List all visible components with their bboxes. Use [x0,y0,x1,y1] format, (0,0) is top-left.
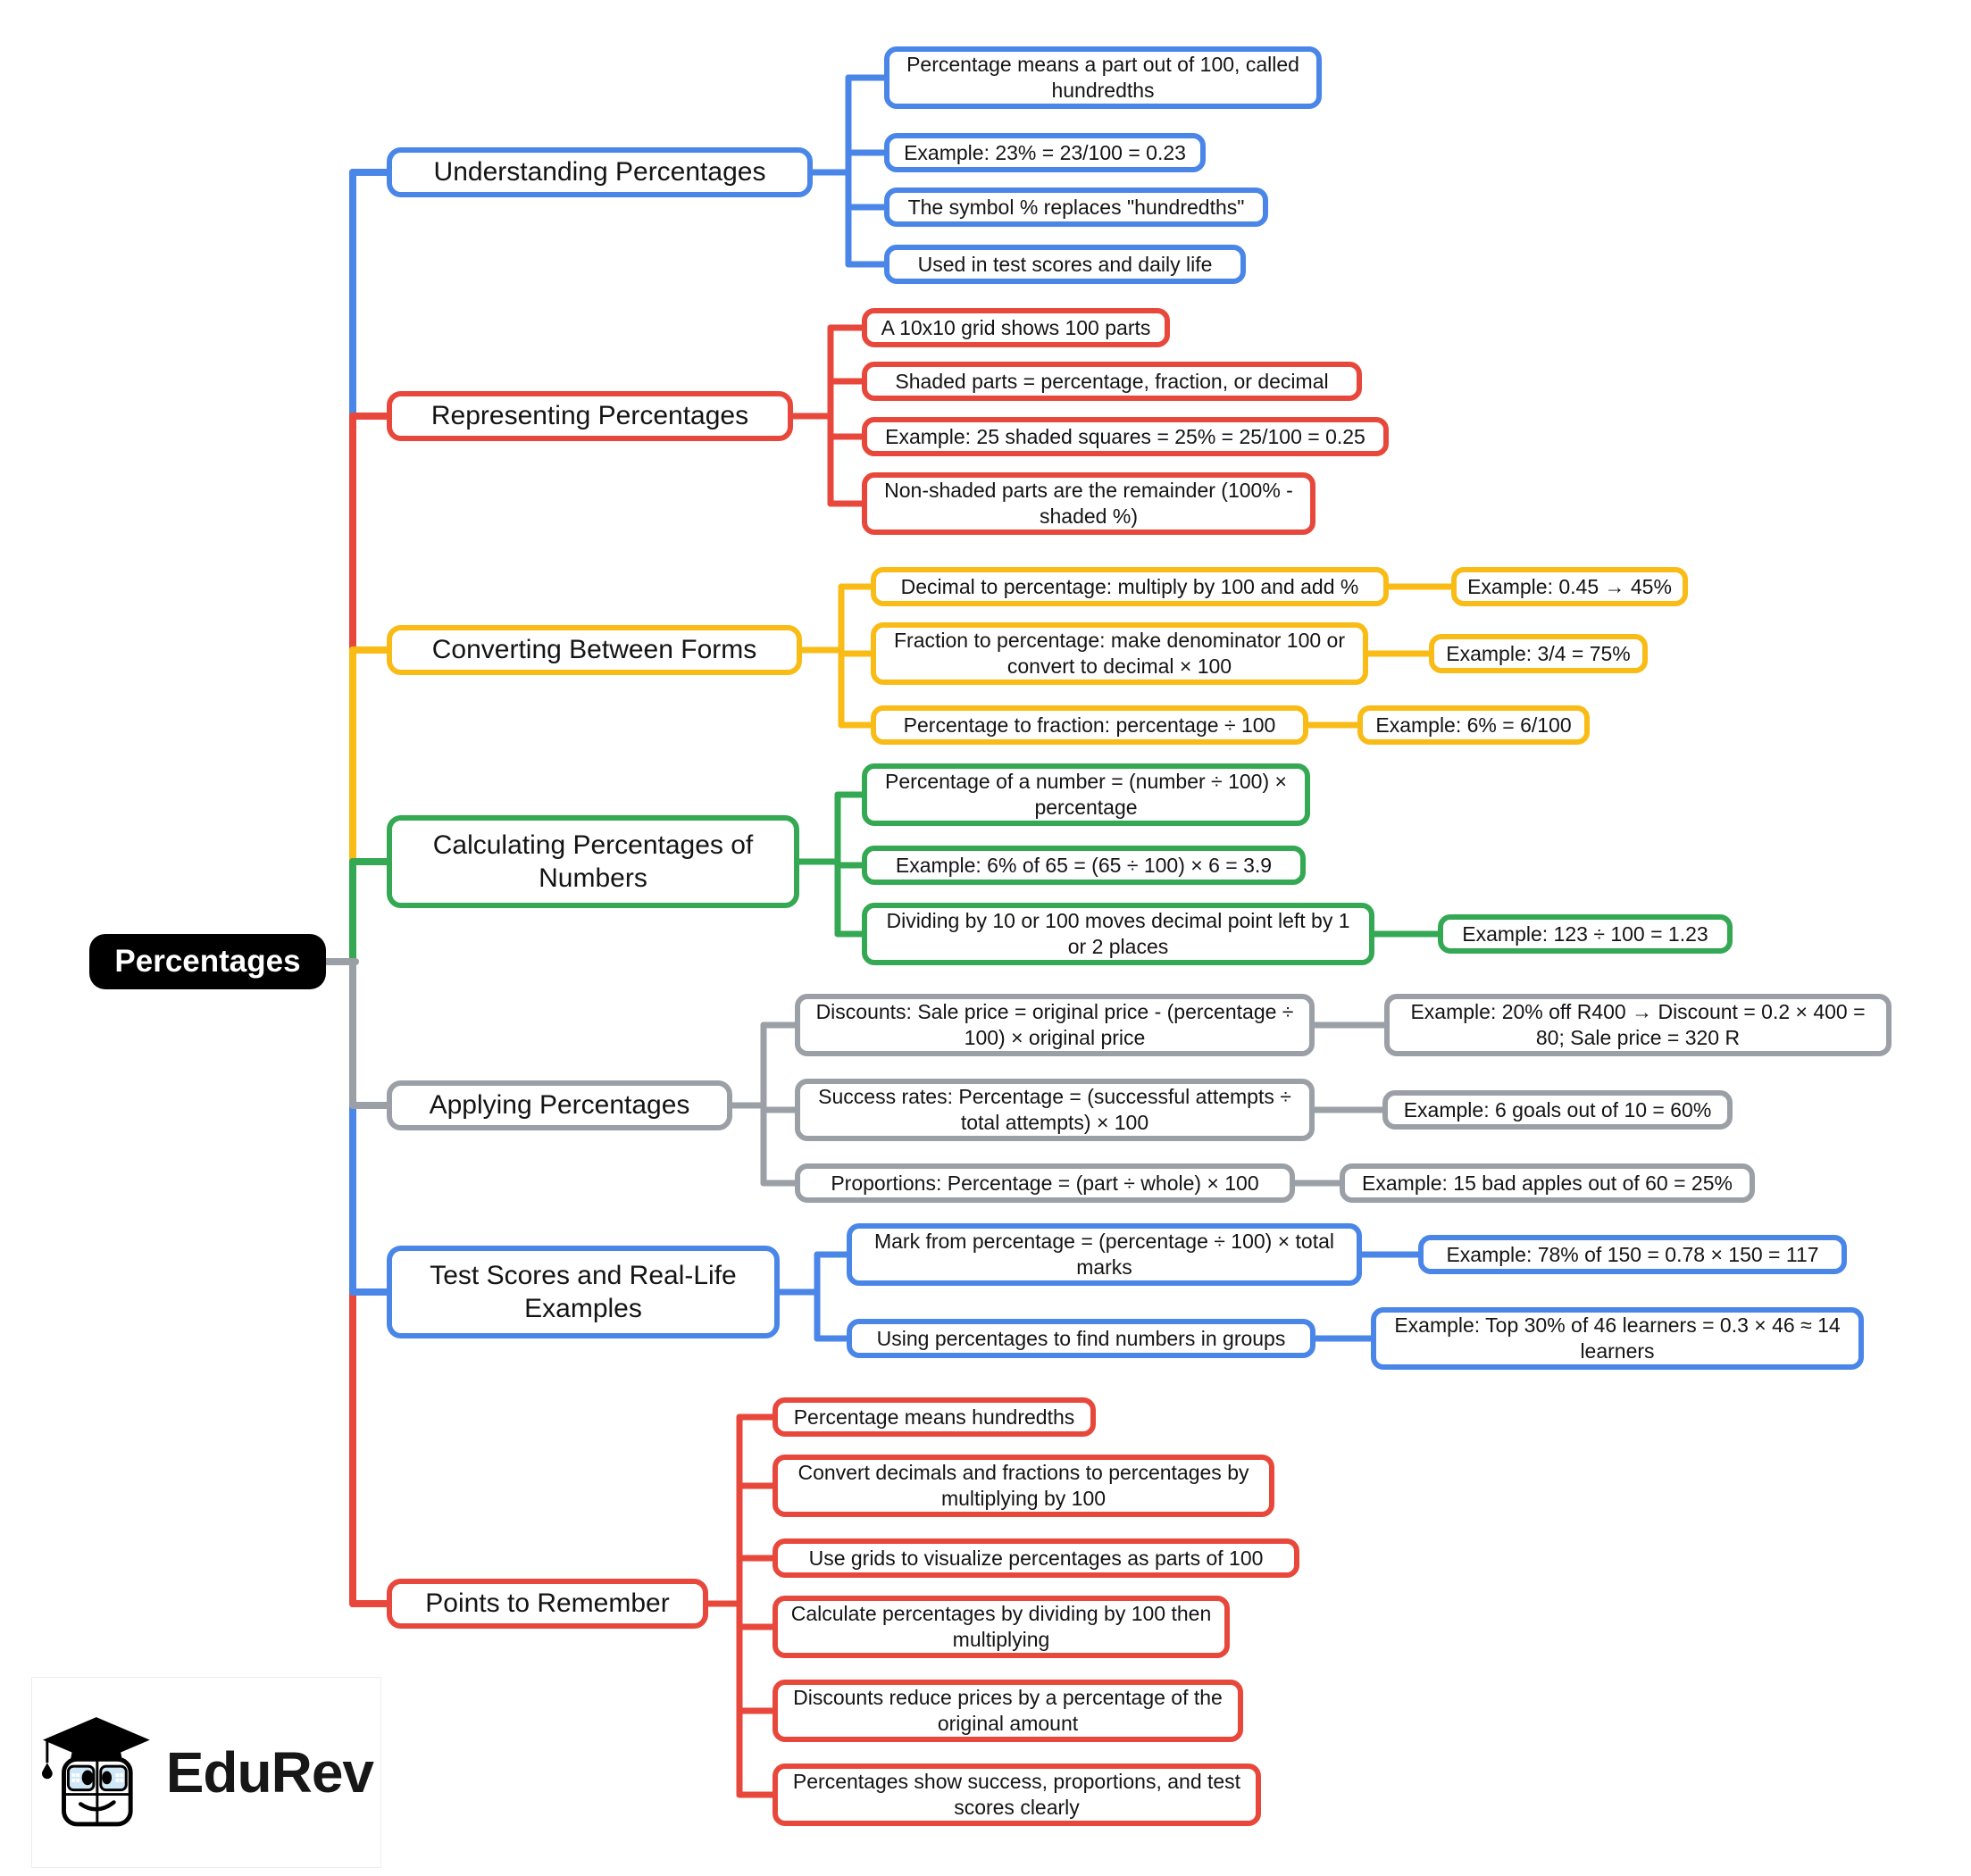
example-node: Example: 6 goals out of 10 = 60% [1382,1090,1733,1130]
branch-label-test-scores: Test Scores and Real-Life Examples [387,1246,780,1338]
example-node: Example: 0.45 → 45% [1451,567,1688,606]
topic-node: The symbol % replaces "hundredths" [884,188,1268,227]
branch-understanding-connectors [806,74,893,268]
topic-node: Shaded parts = percentage, fraction, or … [862,362,1362,401]
topic-node: Success rates: Percentage = (successful … [795,1079,1315,1141]
topic-node: A 10x10 grid shows 100 parts [862,308,1170,347]
example-node: Example: 20% off R400 → Discount = 0.2 ×… [1384,994,1892,1056]
branch-points-connectors [701,1413,781,1798]
example-node: Example: 123 ÷ 100 = 1.23 [1438,914,1733,954]
topic-node: Use grids to visualize percentages as pa… [773,1538,1299,1578]
branch-converting-connectors [795,583,1460,729]
topic-node: Convert decimals and fractions to percen… [773,1455,1274,1517]
branch-representing-connectors [786,324,871,507]
topic-node: Percentage to fraction: percentage ÷ 100 [871,705,1308,745]
example-node: Example: 15 bad apples out of 60 = 25% [1340,1163,1755,1203]
branch-label-calculating-percentages: Calculating Percentages of Numbers [387,815,799,908]
edurev-mascot-icon [41,1717,150,1827]
branch-label-points-to-remember: Points to Remember [387,1579,708,1629]
branch-label-representing-percentages: Representing Percentages [387,391,793,441]
branch-testscores-connectors [773,1251,1427,1342]
example-node: Example: 6% = 6/100 [1357,705,1590,745]
topic-node: Mark from percentage = (percentage ÷ 100… [847,1223,1362,1286]
edurev-brand-text: EduRev [165,1740,374,1805]
example-node: Example: Top 30% of 46 learners = 0.3 × … [1371,1307,1864,1370]
topic-node: Discounts reduce prices by a percentage … [773,1680,1243,1742]
root-node-percentages: Percentages [89,934,326,989]
topic-node: Fraction to percentage: make denominator… [871,622,1368,685]
topic-node: Percentages show success, proportions, a… [773,1763,1261,1826]
topic-node: Used in test scores and daily life [884,245,1246,284]
branch-label-understanding-percentages: Understanding Percentages [387,147,813,197]
topic-node: Using percentages to find numbers in gro… [847,1319,1315,1358]
topic-node: Decimal to percentage: multiply by 100 a… [871,567,1389,606]
topic-node: Percentage means a part out of 100, call… [884,46,1322,109]
example-node: Example: 78% of 150 = 0.78 × 150 = 117 [1418,1235,1847,1274]
trunk-connectors [316,169,397,1607]
topic-node: Proportions: Percentage = (part ÷ whole)… [795,1163,1295,1203]
edurev-logo: EduRev [31,1677,381,1868]
example-node: Example: 3/4 = 75% [1429,634,1648,673]
topic-node: Example: 6% of 65 = (65 ÷ 100) × 6 = 3.9 [862,846,1306,885]
topic-node: Non-shaded parts are the remainder (100%… [862,472,1315,535]
topic-node: Example: 23% = 23/100 = 0.23 [884,133,1206,172]
topic-node: Dividing by 10 or 100 moves decimal poin… [862,903,1374,965]
topic-node: Percentage of a number = (number ÷ 100) … [862,763,1310,826]
topic-node: Example: 25 shaded squares = 25% = 25/10… [862,417,1389,456]
topic-node: Percentage means hundredths [773,1397,1096,1437]
branch-applying-connectors [725,1021,1393,1187]
topic-node: Discounts: Sale price = original price -… [795,994,1315,1056]
topic-node: Calculate percentages by dividing by 100… [773,1596,1230,1658]
branch-label-converting-between-forms: Converting Between Forms [387,625,802,675]
branch-label-applying-percentages: Applying Percentages [387,1080,732,1130]
